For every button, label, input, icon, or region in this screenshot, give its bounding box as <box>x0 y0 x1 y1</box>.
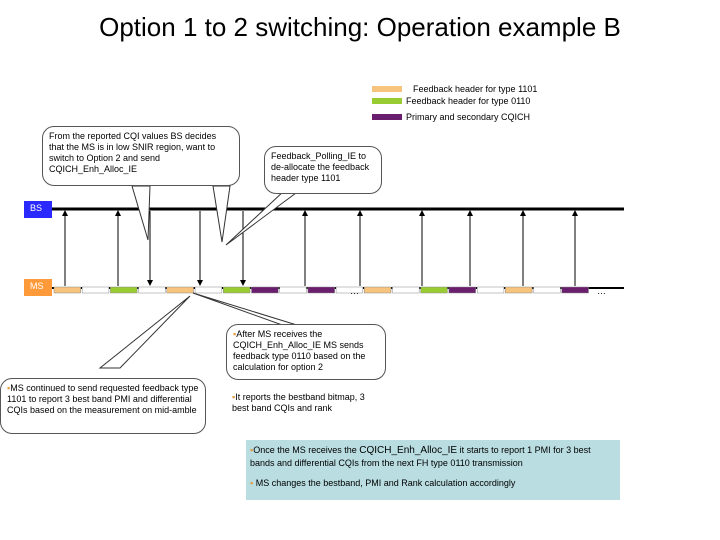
bullet-icon: ▪ <box>250 478 254 488</box>
ms-slot-fh0110 <box>223 286 251 294</box>
ms-slot-empty <box>335 286 364 294</box>
ms-slot-empty <box>392 286 420 294</box>
page-title: Option 1 to 2 switching: Operation examp… <box>99 12 621 42</box>
callout-continued: ▪MS continued to send requested feedback… <box>0 378 206 434</box>
callout-cqi-decision-text: From the reported CQI values BS decides … <box>49 131 217 174</box>
ms-slot-cqich <box>307 286 335 294</box>
ms-slot-fh1101 <box>166 286 194 294</box>
info-line-2: ▪ MS changes the bestband, PMI and Rank … <box>250 477 616 489</box>
legend-swatch-fh0110 <box>372 98 402 104</box>
uplink-arrows <box>62 210 578 286</box>
info-line-1-b: it starts to report 1 PMI for 3 best ban… <box>250 445 591 468</box>
legend-label-cqich: Primary and secondary CQICH <box>406 112 531 122</box>
callout-cqi-decision: From the reported CQI values BS decides … <box>42 126 240 186</box>
info-line-1-code: CQICH_Enh_Alloc_IE <box>359 445 458 456</box>
bs-label: BS <box>24 201 52 218</box>
ms-slot-fh0110 <box>110 286 138 294</box>
callout-continued-text: MS continued to send requested feedback … <box>7 383 199 415</box>
callout-bitmap-text: It reports the bestband bitmap, 3 best b… <box>232 392 365 413</box>
bullet-icon: ▪ <box>232 392 236 402</box>
callout-bitmap: ▪It reports the bestband bitmap, 3 best … <box>226 388 386 424</box>
ms-slot-fh1101 <box>53 286 81 294</box>
info-line-2-text: MS changes the bestband, PMI and Rank ca… <box>253 478 516 488</box>
ms-slot-empty <box>194 286 223 294</box>
callout-polling: Feedback_Polling_IE to de-allocate the f… <box>264 146 382 194</box>
ms-slot-fh1101 <box>364 286 392 294</box>
callout-after-receive: ▪After MS receives the CQICH_Enh_Alloc_I… <box>226 324 386 380</box>
info-box: ▪Once the MS receives the CQICH_Enh_Allo… <box>246 440 620 500</box>
callout-polling-text: Feedback_Polling_IE to de-allocate the f… <box>271 151 370 183</box>
legend-label-fh0110: Feedback header for type 0110 <box>406 96 531 106</box>
ms-slot-cqich <box>251 286 279 294</box>
callout-pointers <box>98 185 302 369</box>
bullet-icon: ▪ <box>250 445 254 455</box>
ms-label: MS <box>24 279 52 296</box>
ms-ellipsis-1: … <box>350 286 359 296</box>
ms-ellipsis-2: … <box>597 286 606 296</box>
info-line-1: ▪Once the MS receives the CQICH_Enh_Allo… <box>250 444 616 469</box>
ms-slot-empty <box>138 286 166 294</box>
ms-slot-empty <box>533 286 561 294</box>
ms-slot-fh0110 <box>420 286 448 294</box>
ms-slot-group <box>53 286 589 294</box>
legend-swatch-cqich <box>372 114 402 120</box>
info-line-1-a: Once the MS receives the <box>253 445 360 455</box>
legend-label-fh1101: Feedback header for type 1101 <box>413 84 538 94</box>
callout-after-receive-text: After MS receives the CQICH_Enh_Alloc_IE… <box>233 329 366 372</box>
bullet-icon: ▪ <box>7 383 11 393</box>
ms-slot-empty <box>81 286 110 294</box>
ms-slot-empty <box>279 286 307 294</box>
ms-slot-cqich <box>448 286 476 294</box>
ms-slot-empty <box>476 286 505 294</box>
ms-slot-cqich <box>561 286 589 294</box>
legend-swatch-fh1101 <box>372 86 402 92</box>
bullet-icon: ▪ <box>233 329 237 339</box>
ms-slot-fh1101 <box>505 286 533 294</box>
downlink-arrows <box>147 211 246 286</box>
